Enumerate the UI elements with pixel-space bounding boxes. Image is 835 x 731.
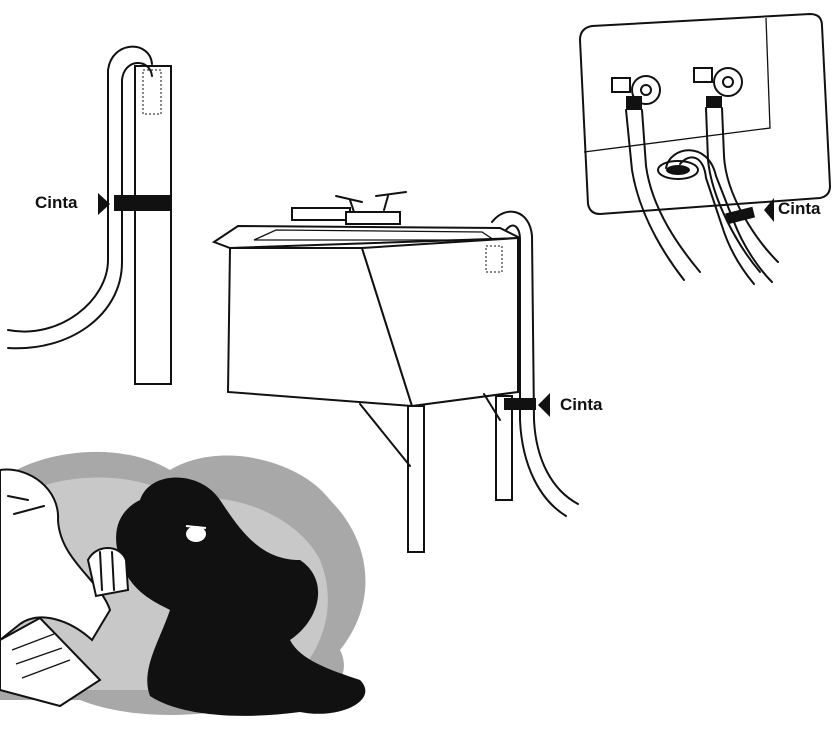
sink-leg	[408, 406, 424, 552]
wall-valve-panel	[580, 14, 830, 284]
cartoon-arm-wrestling	[0, 452, 365, 716]
tape-label-left: Cinta	[35, 193, 78, 213]
tape-band	[504, 398, 536, 410]
arrow-left-icon	[538, 393, 550, 417]
clasped-hands	[88, 548, 128, 596]
faucet-icon	[292, 192, 406, 224]
standpipe-panel	[8, 47, 171, 384]
tape-label-wall: Cinta	[778, 199, 821, 219]
drain-hose	[8, 47, 152, 332]
tape-label-sink: Cinta	[560, 395, 603, 415]
tape-band	[114, 195, 170, 211]
wall-box	[580, 14, 830, 214]
